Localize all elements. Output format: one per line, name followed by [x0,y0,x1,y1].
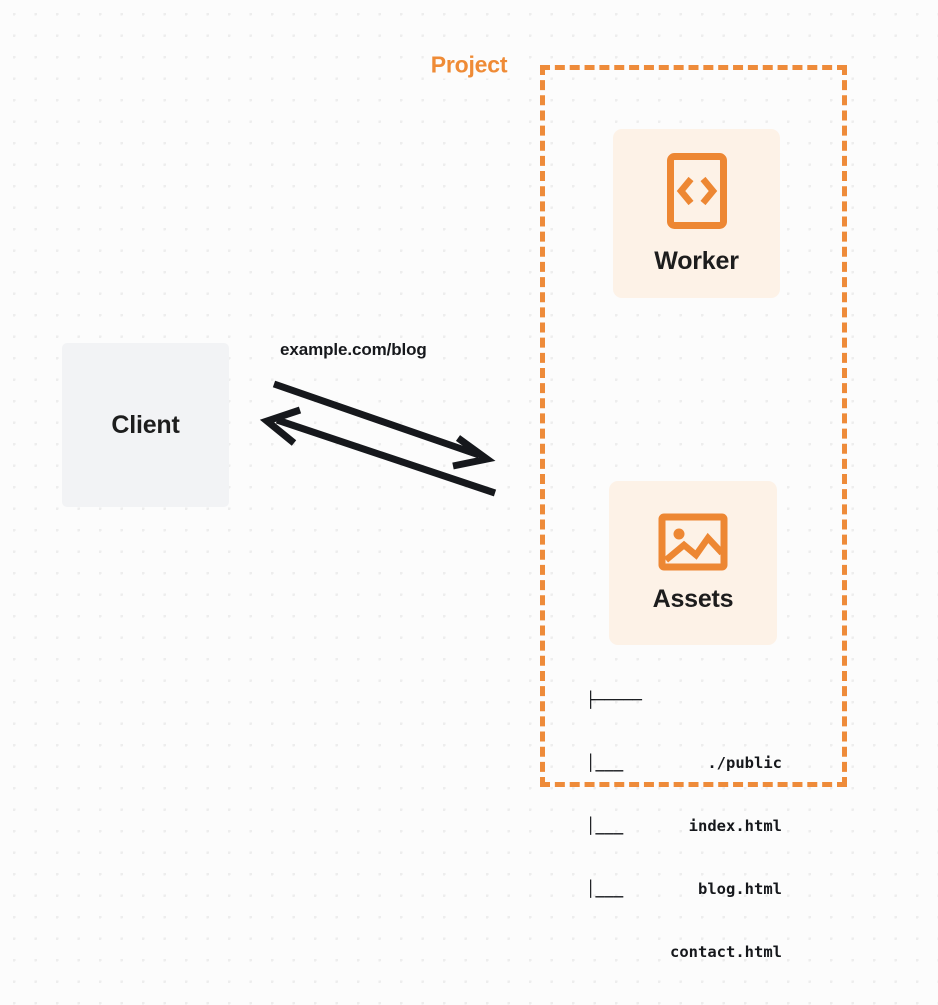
project-group-title: Project [423,51,515,79]
worker-node-label: Worker [654,246,739,275]
file-tree-item-name: ./public [707,754,782,772]
code-brackets-icon [666,152,728,230]
client-node[interactable]: Client [62,343,229,507]
file-tree-branch-glyph: │___ [586,817,624,835]
file-tree-item-name: index.html [688,817,782,835]
file-tree-branch-glyph: │___ [586,754,624,772]
arrow-client-to-project [272,380,496,470]
project-group-container [540,65,847,787]
assets-node-label: Assets [652,584,734,613]
edge-label-url: example.com/blog [280,340,427,359]
client-node-label: Client [111,410,180,439]
assets-file-tree: ├───── ./public │___ index.html │___ blo… [586,648,782,961]
file-tree-row: │___ contact.html [586,879,782,961]
file-tree-row: │___ index.html [586,753,782,835]
arrow-project-to-client [259,406,497,497]
file-tree-branch-glyph: │___ [586,880,624,898]
image-picture-icon [658,513,728,571]
file-tree-row: │___ blog.html [586,816,782,898]
file-tree-row: ├───── ./public [586,690,782,772]
assets-node[interactable]: Assets [609,481,777,645]
file-tree-item-name: contact.html [670,943,782,961]
worker-node[interactable]: Worker [613,129,780,298]
file-tree-branch-glyph: ├───── [586,691,642,709]
diagram-canvas: Client example.com/blog Project Worker [62,51,847,961]
